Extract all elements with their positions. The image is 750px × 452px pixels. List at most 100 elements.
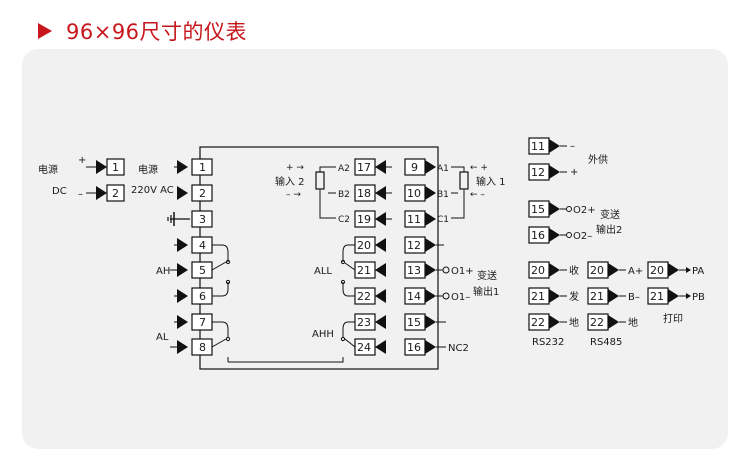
right-terminal-column: 9 10 11 12 13 14 15 16 O1+ O1– 变送 输出1 NC… — [404, 158, 506, 356]
arrow-right-icon — [686, 293, 691, 299]
rs485-title: RS485 — [590, 337, 622, 348]
terminal-19-num: 19 — [357, 213, 371, 226]
al-label: AL — [156, 332, 169, 343]
terminal-arrow-icon — [96, 186, 107, 200]
rs232-tx-label: 发 — [569, 290, 579, 303]
terminal-4-num: 4 — [199, 239, 206, 252]
all-label: ALL — [314, 266, 332, 277]
printer-terminal-21-num: 21 — [650, 290, 664, 303]
o1-plus-label: O1+ — [451, 266, 474, 277]
dc-minus-sign: – — [78, 189, 83, 200]
aux-terminal-12-num: 12 — [531, 166, 545, 179]
terminal-1-num: 1 — [199, 161, 206, 174]
printer-terminal-20-num: 20 — [650, 264, 664, 277]
ahh-relay-switch — [344, 338, 356, 348]
aux-terminal-11-num: 11 — [531, 140, 545, 153]
terminal-14-num: 14 — [407, 290, 421, 303]
terminal-3 — [191, 210, 213, 228]
terminal-8-num: 8 — [199, 341, 206, 354]
rs232-block: 20 收 21 发 22 地 RS232 — [528, 261, 579, 348]
input1-resistor — [459, 171, 469, 190]
rs485-terminal-20-num: 20 — [590, 264, 604, 277]
terminal-17-num: 17 — [357, 161, 371, 174]
o1-minus-label: O1– — [451, 292, 470, 303]
input2-label: 输入 2 — [275, 175, 305, 188]
input2-c: C2 — [338, 215, 350, 225]
rs232-terminal-20-num: 20 — [531, 264, 545, 277]
input1-a: A1 — [437, 164, 449, 174]
aux-minus: – — [570, 141, 575, 152]
rs232-terminal-22-num: 22 — [531, 316, 545, 329]
printer-pa-label: PA — [692, 266, 704, 277]
input1-plus: ← + — [470, 163, 488, 173]
all-relay-switch — [344, 262, 356, 271]
dc-power-label: 电源 — [38, 163, 58, 176]
input1-label: 输入 1 — [476, 175, 506, 188]
mid-terminal-column: 17 18 19 20 21 22 23 24 ALL — [312, 158, 392, 356]
rs232-terminal-21-num: 21 — [531, 290, 545, 303]
rs485-terminal-21-num: 21 — [590, 290, 604, 303]
terminal-2-num: 2 — [199, 187, 206, 200]
rs485-a-label: A+ — [628, 266, 643, 277]
al-relay-switch — [211, 338, 227, 348]
out2-terminal-16-num: 16 — [531, 229, 545, 242]
terminal-20-num: 20 — [357, 239, 371, 252]
aux-plus: + — [570, 167, 578, 178]
o1-plus-node — [442, 266, 450, 274]
rs485-b-label: B– — [628, 292, 640, 303]
printer-block: 20 PA 21 PB 打印 — [647, 261, 705, 325]
aux-supply-label: 外供 — [588, 153, 608, 166]
nc2-label: NC2 — [448, 343, 469, 354]
out2-terminal-15-num: 15 — [531, 203, 545, 216]
input2-plus: + → — [286, 163, 304, 173]
terminal-10-num: 10 — [407, 187, 421, 200]
input1-c: C1 — [437, 215, 449, 225]
arrow-right-icon — [686, 267, 691, 273]
rs232-rx-label: 收 — [569, 264, 579, 277]
terminal-23-num: 23 — [357, 316, 371, 329]
dc-terminal-2-num: 2 — [112, 187, 119, 200]
printer-title: 打印 — [663, 312, 683, 325]
rs485-gnd-label: 地 — [628, 316, 638, 329]
terminal-9-num: 9 — [411, 161, 418, 174]
aux-supply-block: 11 – 12 + 外供 — [528, 137, 608, 181]
input1-minus: ← – — [470, 190, 485, 200]
terminal-5-num: 5 — [199, 264, 206, 277]
section-title: 96×96尺寸的仪表 — [66, 20, 248, 44]
dc-terminal-2 — [106, 184, 125, 202]
section-header: 96×96尺寸的仪表 — [38, 16, 247, 46]
terminal-24-num: 24 — [357, 341, 371, 354]
dc-terminal-1 — [106, 158, 125, 176]
main-power-label: 电源 — [138, 163, 158, 176]
rs485-terminal-22-num: 22 — [590, 316, 604, 329]
main-power-spec: 220V AC — [131, 185, 174, 196]
dc-terminal-1-num: 1 — [112, 161, 119, 174]
o2-minus-label: O2– — [573, 231, 592, 242]
ah-label: AH — [156, 266, 170, 277]
terminal-3-num: 3 — [199, 213, 206, 226]
input2-resistor — [315, 171, 325, 190]
play-arrow-icon — [38, 23, 52, 39]
out2-label-1: 变送 — [600, 208, 620, 221]
dc-label: DC — [52, 186, 67, 197]
out1-label-2: 输出1 — [473, 285, 499, 298]
ahh-label: AHH — [312, 329, 334, 340]
meter-body-outline — [199, 146, 439, 370]
dc-plus-sign: + — [78, 155, 86, 166]
out2-label-2: 输出2 — [596, 223, 622, 236]
left-terminal-column: 1 2 3 4 5 6 7 8 A — [156, 158, 231, 356]
input2-block: + → – → 输入 2 A2 B2 C2 — [275, 163, 350, 225]
terminal-1 — [191, 158, 213, 176]
terminal-16-num: 16 — [407, 341, 421, 354]
terminal-7-num: 7 — [199, 316, 206, 329]
ah-relay-switch — [211, 261, 227, 271]
terminal-11-num: 11 — [407, 213, 421, 226]
terminal-15-num: 15 — [407, 316, 421, 329]
terminal-arrow-icon — [96, 160, 107, 174]
terminal-2 — [191, 184, 213, 202]
o2-plus-label: O2+ — [573, 205, 596, 216]
input2-a: A2 — [338, 164, 350, 174]
o1-minus-node — [442, 292, 450, 300]
input2-b: B2 — [338, 190, 350, 200]
